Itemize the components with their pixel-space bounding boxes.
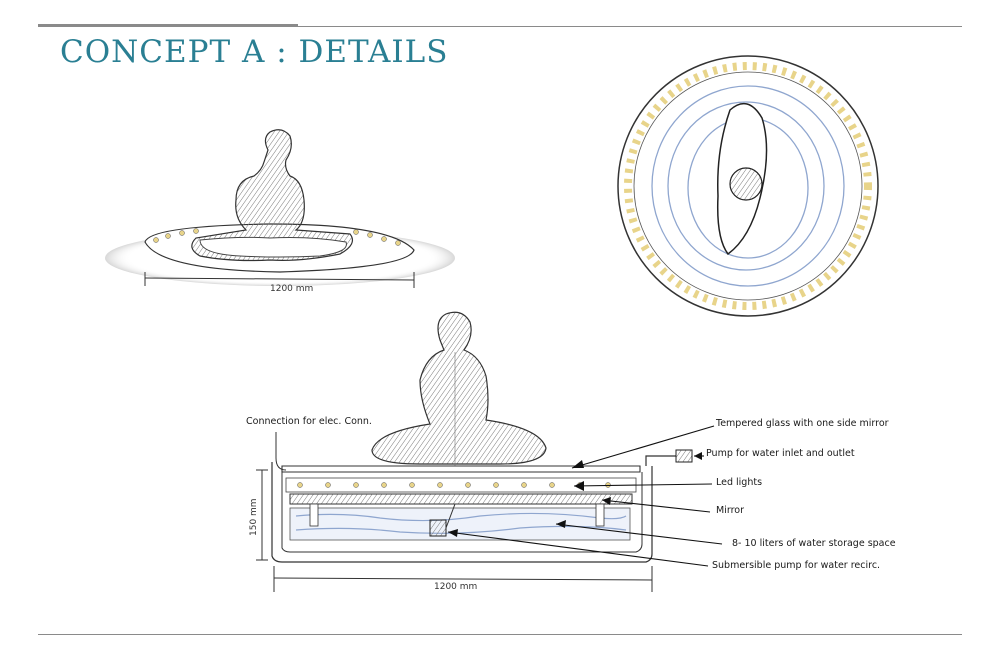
side-dimension-label: 1200 mm [270,284,313,294]
figure-legs [199,236,347,258]
mirror-layer [289,493,633,505]
outlet-pipe [645,455,676,466]
label-tempered-glass: Tempered glass with one side mirror [716,418,889,429]
label-storage: 8- 10 liters of water storage space [732,538,896,549]
label-mirror: Mirror [716,505,744,516]
seated-figure-side [191,129,353,262]
width-dimension-line [273,577,653,581]
bottom-rule [38,634,962,635]
label-pump-inlet: Pump for water inlet and outlet [706,448,855,459]
height-dimension-label: 150 mm [249,498,259,536]
elec-cable [275,432,287,471]
label-connection: Connection for elec. Conn. [246,416,372,427]
width-dimension-label: 1200 mm [434,582,477,592]
top-led-ring [624,62,872,310]
side-led-dots [153,228,401,246]
page-title: CONCEPT A : DETAILS [60,34,449,70]
submersible-pump [429,519,447,537]
water-tank [289,507,631,541]
seated-figure-section [371,311,547,465]
label-led: Led lights [716,477,763,488]
arrow-heads [448,452,702,537]
section-view-sketch: 150 mm 1200 mm [249,311,723,592]
top-rule [38,26,962,27]
figure-head-top [729,167,763,201]
outer-body [271,462,653,563]
side-dimension-line [144,277,415,281]
inner-body [281,472,643,553]
top-rule-short [38,24,298,26]
side-view-sketch: 1200 mm [105,129,455,294]
label-submersible: Submersible pump for water recirc. [712,560,881,571]
external-pump [675,449,693,463]
tempered-glass [281,465,641,473]
top-view-sketch [617,55,879,317]
